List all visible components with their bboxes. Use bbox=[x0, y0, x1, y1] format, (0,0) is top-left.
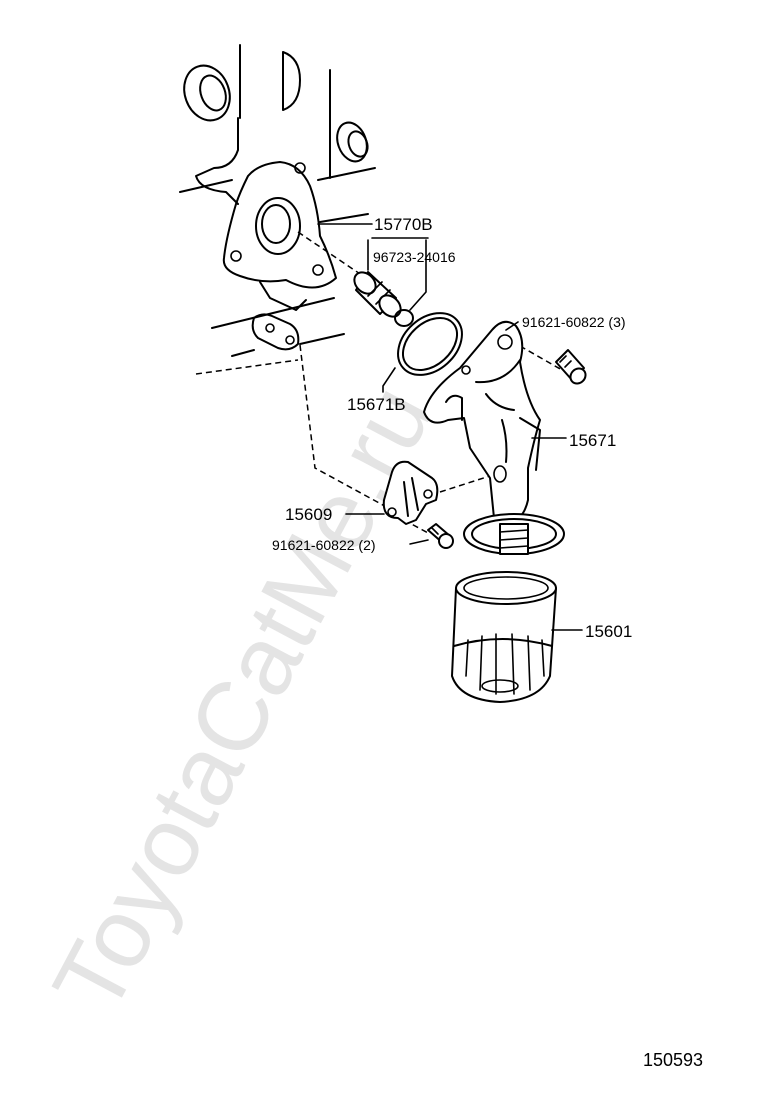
diagram-code: 150593 bbox=[643, 1050, 703, 1070]
label-91621-60822-3: 91621-60822 (3) bbox=[522, 314, 626, 330]
label-91621-60822-2: 91621-60822 (2) bbox=[272, 537, 376, 553]
leader-lines bbox=[317, 223, 583, 631]
label-15671b: 15671B bbox=[347, 395, 406, 414]
label-15609: 15609 bbox=[285, 505, 332, 524]
oil-filter-bracket-15671 bbox=[423, 320, 565, 555]
bolt-91621-2 bbox=[427, 523, 454, 549]
gasket-15671b bbox=[397, 312, 463, 376]
small-o-ring bbox=[394, 309, 414, 327]
engine-block bbox=[179, 44, 376, 375]
strainer-pipe bbox=[353, 271, 402, 318]
watermark: ToyotaCatMe.ru bbox=[31, 367, 453, 1029]
oil-filter-15601 bbox=[451, 571, 557, 703]
label-15671: 15671 bbox=[569, 431, 616, 450]
bolt-91621-3 bbox=[555, 349, 587, 385]
label-96723-24016: 96723-24016 bbox=[373, 249, 456, 265]
label-15601: 15601 bbox=[585, 622, 632, 641]
bracket-15609 bbox=[382, 460, 439, 525]
label-15770b: 15770B bbox=[374, 215, 433, 234]
